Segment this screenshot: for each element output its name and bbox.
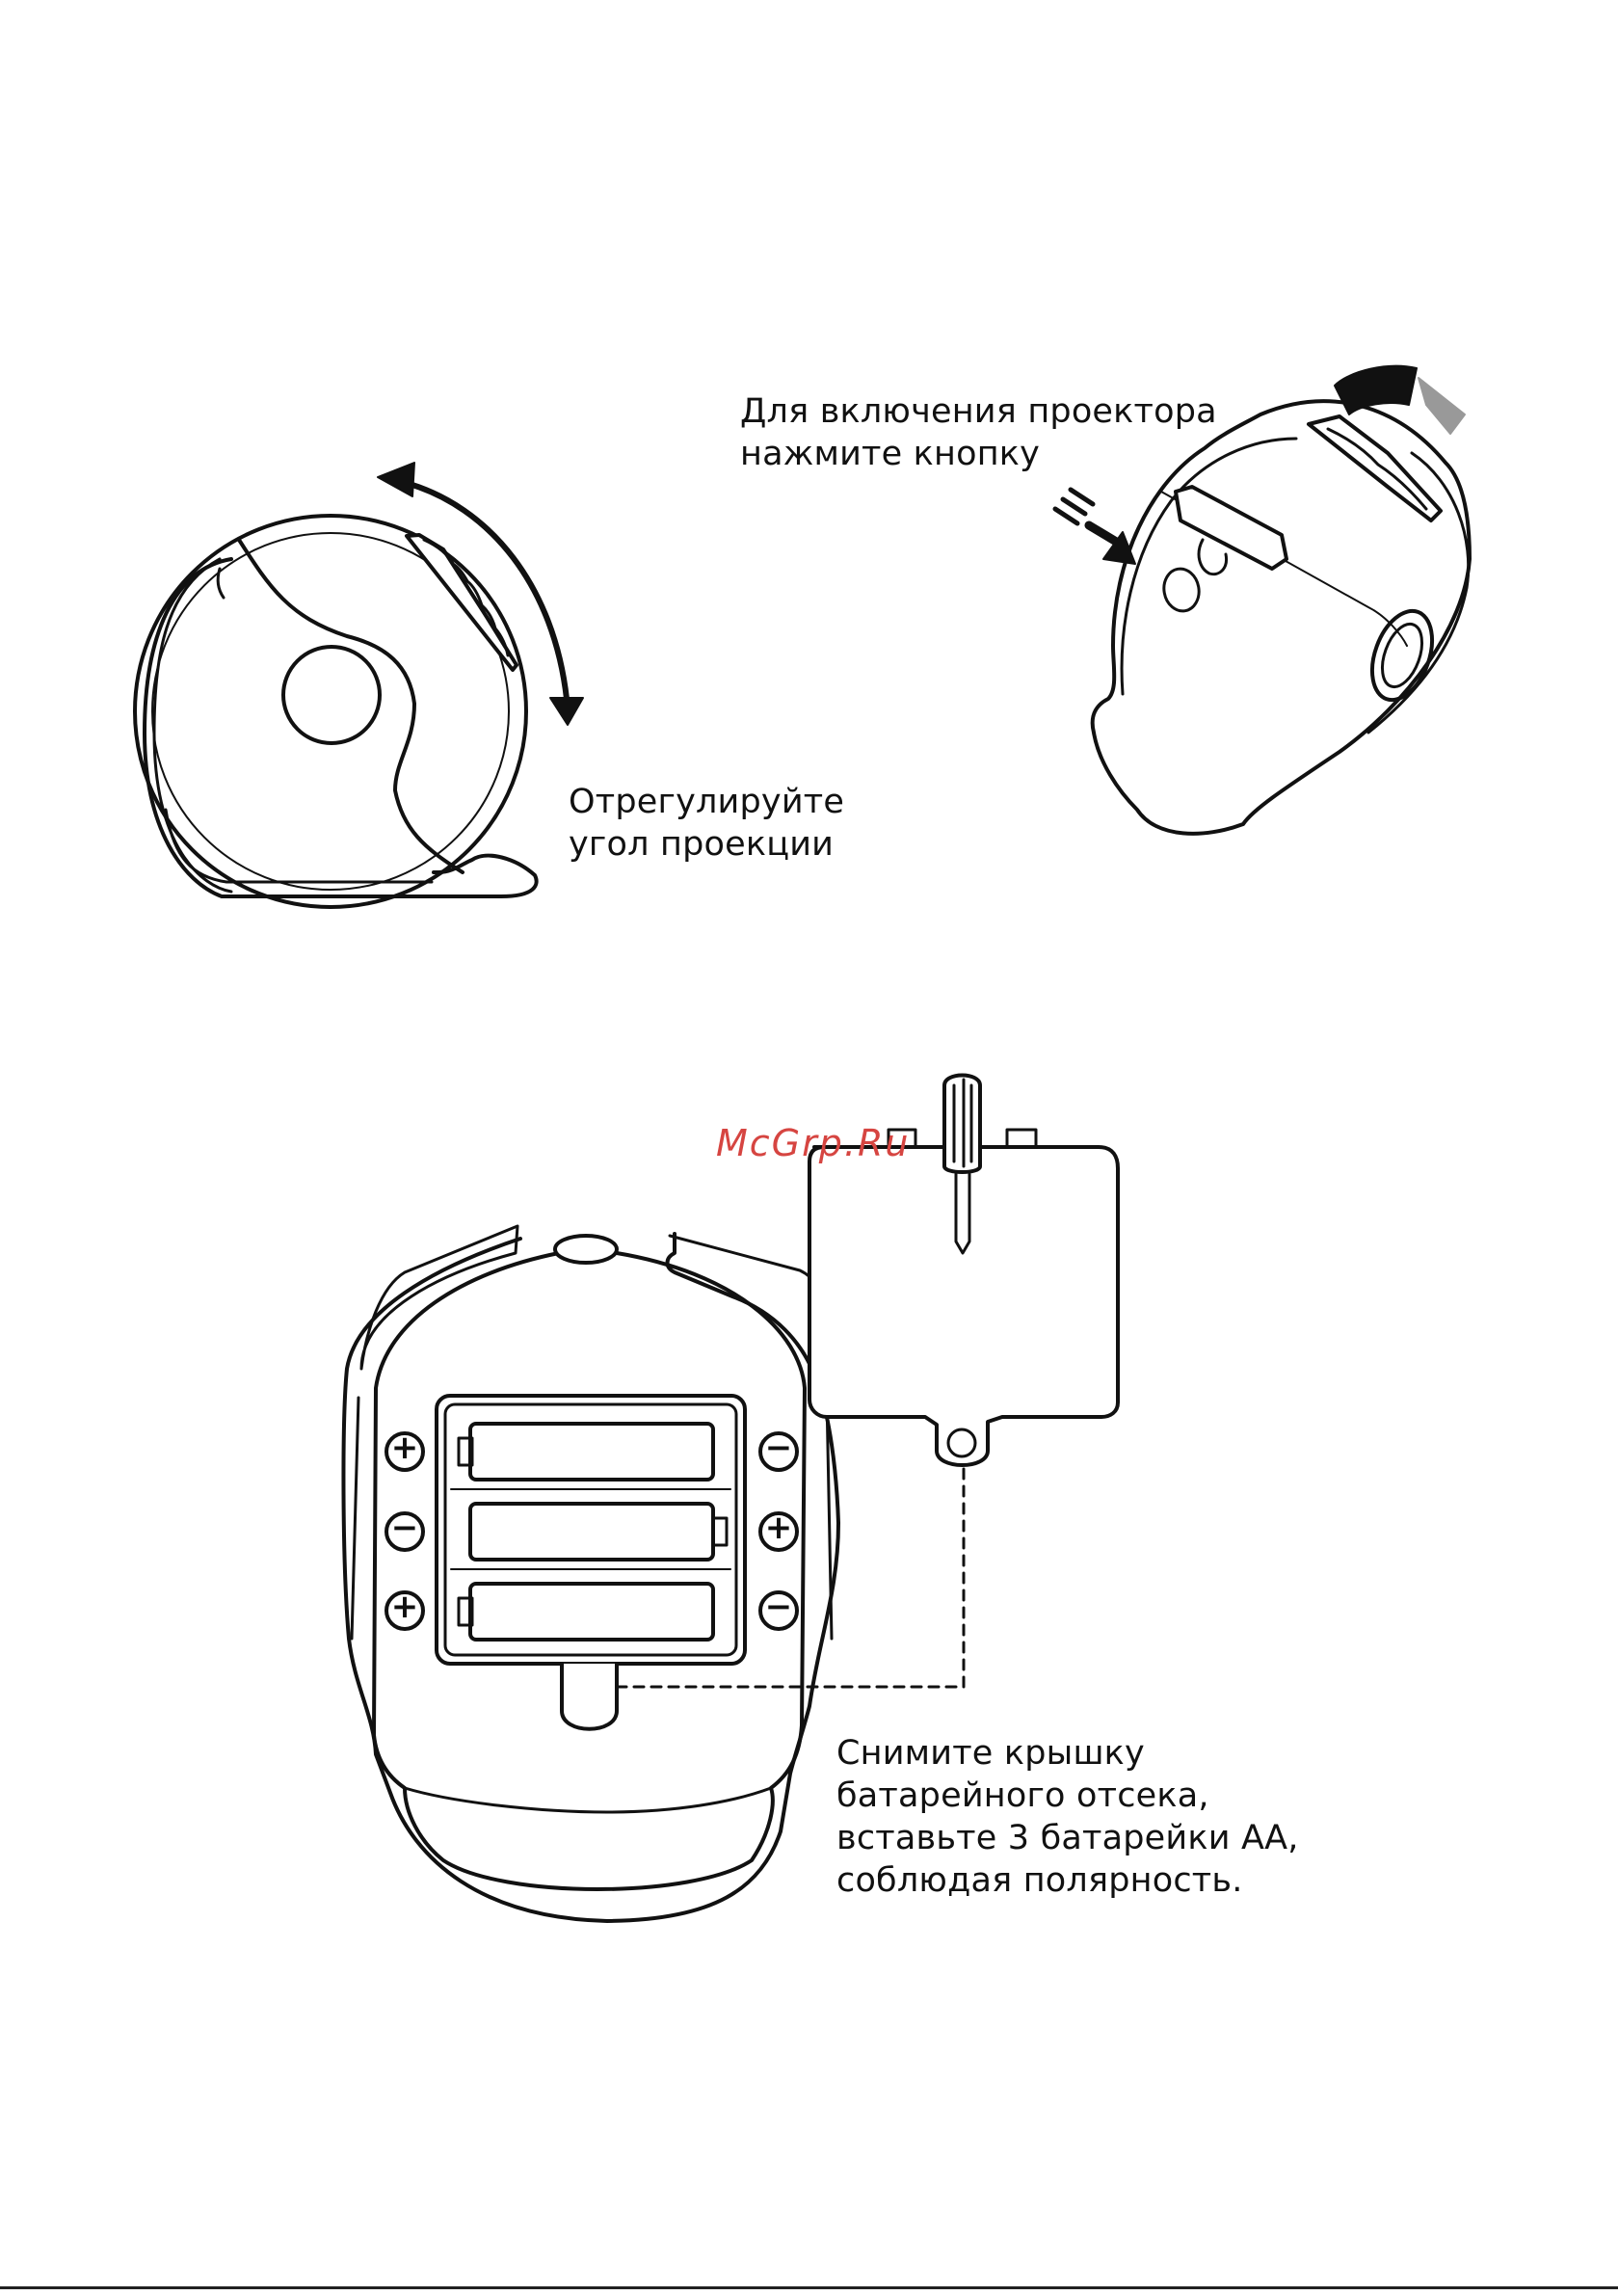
watermark-link[interactable]: McGrp.Ru bbox=[716, 1122, 910, 1164]
polarity-left-2: − bbox=[389, 1508, 420, 1547]
polarity-right-1: − bbox=[763, 1428, 794, 1467]
polarity-right-3: − bbox=[763, 1588, 794, 1626]
caption-power: Для включения проектора нажмите кнопку bbox=[740, 390, 1217, 475]
polarity-right-2: + bbox=[763, 1508, 794, 1547]
caption-power-line-2: нажмите кнопку bbox=[740, 433, 1217, 475]
caption-battery-line-3: вставьте 3 батарейки АА, bbox=[836, 1817, 1299, 1859]
battery-2 bbox=[470, 1504, 727, 1560]
caption-angle-line-2: угол проекции bbox=[569, 823, 844, 866]
battery-1 bbox=[459, 1424, 713, 1480]
battery-3 bbox=[459, 1584, 713, 1640]
caption-battery: Снимите крышку батарейного отсека, встав… bbox=[836, 1732, 1299, 1902]
page-bottom-rule bbox=[0, 2286, 1618, 2289]
caption-battery-line-4: соблюдая полярность. bbox=[836, 1859, 1299, 1902]
caption-angle: Отрегулируйте угол проекции bbox=[569, 781, 844, 866]
caption-battery-line-2: батарейного отсека, bbox=[836, 1775, 1299, 1817]
polarity-left-1: + bbox=[389, 1428, 420, 1467]
caption-battery-line-1: Снимите крышку bbox=[836, 1732, 1299, 1775]
caption-angle-line-1: Отрегулируйте bbox=[569, 781, 844, 823]
caption-power-line-1: Для включения проектора bbox=[740, 390, 1217, 433]
polarity-left-3: + bbox=[389, 1588, 420, 1626]
projector-side-view bbox=[135, 463, 583, 907]
